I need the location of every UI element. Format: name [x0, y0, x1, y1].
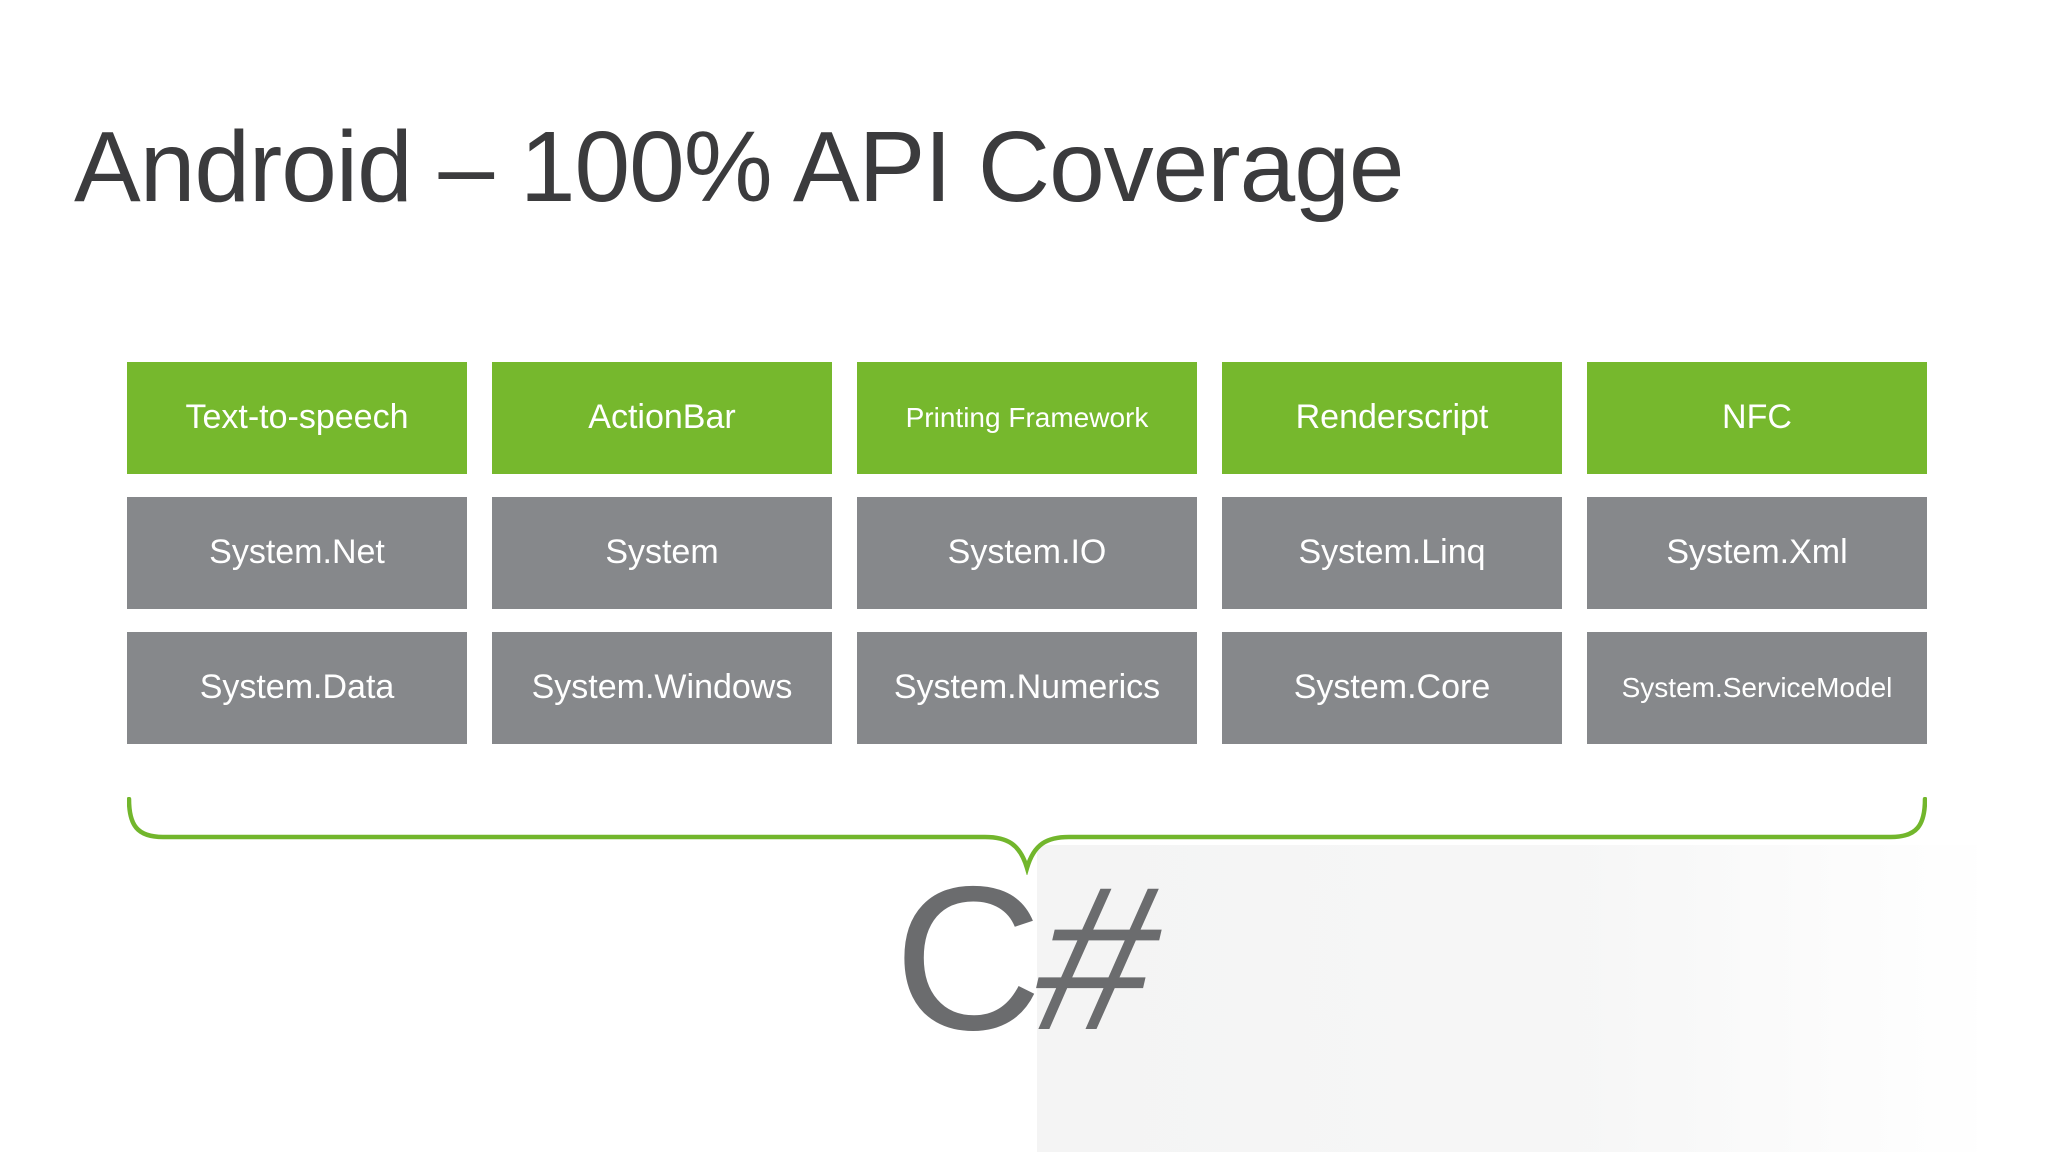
- csharp-letter-c: C: [893, 844, 1043, 1073]
- api-box-printing-framework: Printing Framework: [857, 362, 1197, 474]
- namespace-box-system-linq: System.Linq: [1222, 497, 1562, 609]
- slide-title: Android – 100% API Coverage: [74, 111, 1404, 223]
- namespace-box-system-xml: System.Xml: [1587, 497, 1927, 609]
- namespace-box-system-servicemodel: System.ServiceModel: [1587, 632, 1927, 744]
- api-box-text-to-speech: Text-to-speech: [127, 362, 467, 474]
- namespace-box-system-windows: System.Windows: [492, 632, 832, 744]
- api-box-actionbar: ActionBar: [492, 362, 832, 474]
- csharp-caption: C#: [825, 844, 1225, 1073]
- api-box-renderscript: Renderscript: [1222, 362, 1562, 474]
- namespace-box-system-numerics: System.Numerics: [857, 632, 1197, 744]
- csharp-sharp-sign: #: [1015, 844, 1183, 1073]
- curly-brace: [127, 797, 1927, 875]
- namespace-box-system: System: [492, 497, 832, 609]
- namespace-box-system-core: System.Core: [1222, 632, 1562, 744]
- api-box-nfc: NFC: [1587, 362, 1927, 474]
- namespace-box-system-io: System.IO: [857, 497, 1197, 609]
- namespace-box-system-data: System.Data: [127, 632, 467, 744]
- namespace-box-system-net: System.Net: [127, 497, 467, 609]
- api-grid: Text-to-speech ActionBar Printing Framew…: [127, 362, 1927, 744]
